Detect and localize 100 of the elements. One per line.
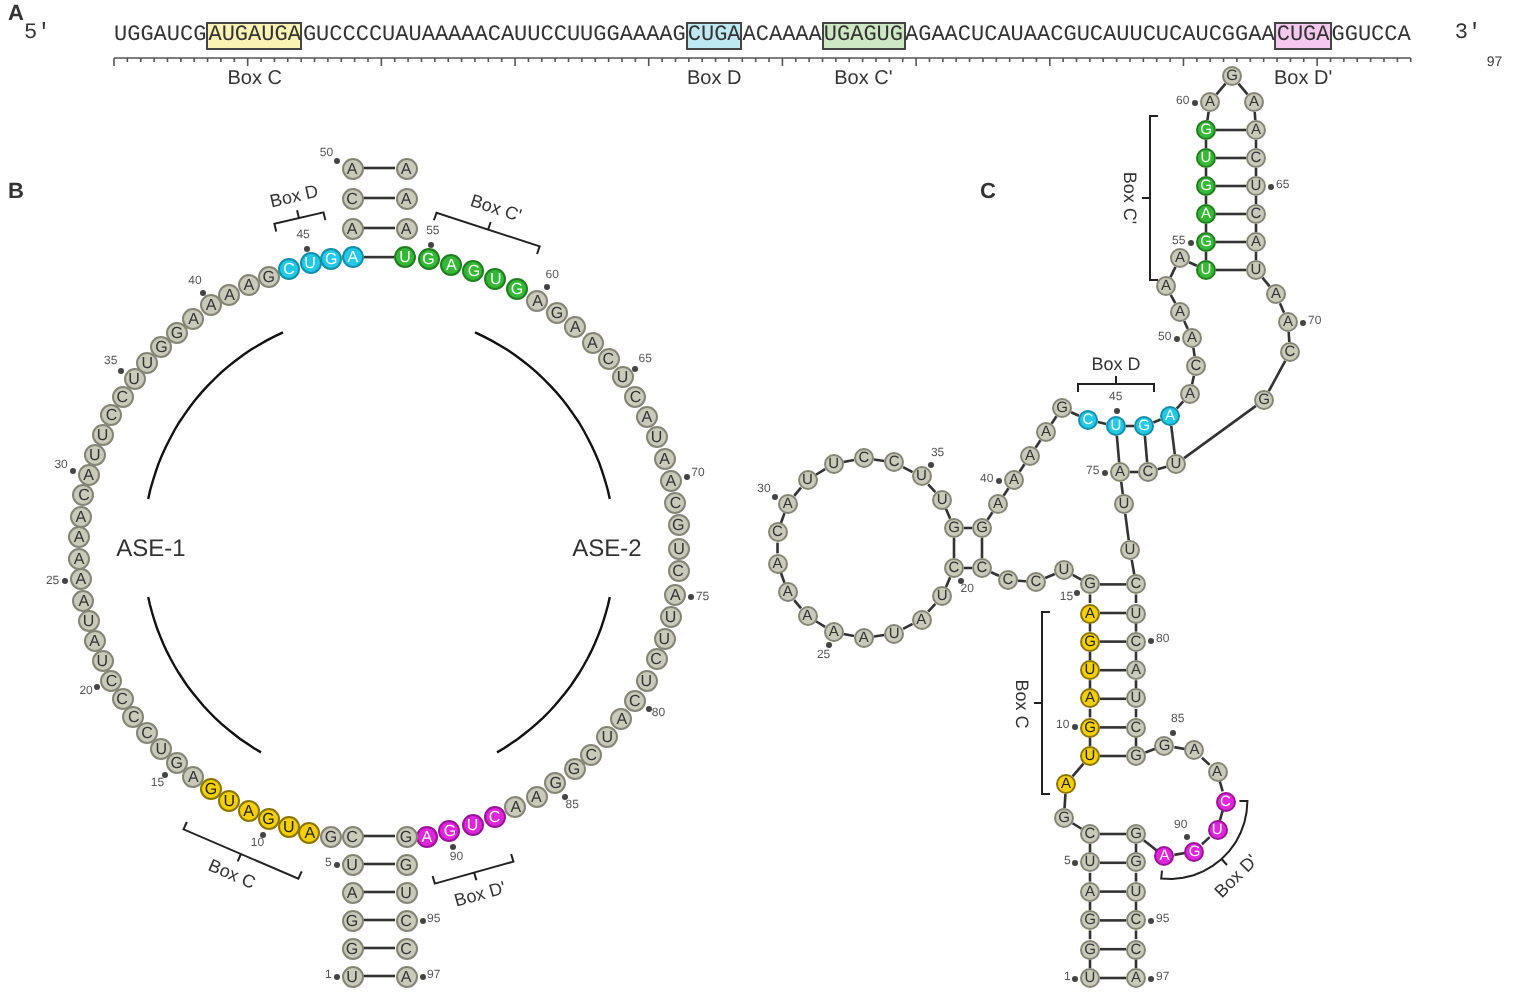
box-label: Box D: [686, 68, 742, 90]
connector-line: [1063, 793, 1067, 809]
box-label: Box C: [1012, 678, 1032, 728]
nucleotide-circle: A: [69, 568, 92, 591]
end-label: 3': [1454, 22, 1482, 46]
connector-line: [873, 458, 885, 463]
box-label: Box C': [467, 191, 524, 227]
nucleotide-circle: U: [596, 726, 619, 749]
nucleotide-circle: G: [166, 321, 189, 344]
nucleotide-circle: C: [580, 743, 603, 766]
nucleotide-circle: C: [395, 937, 417, 959]
connector-line: [1143, 435, 1149, 463]
connector-line: [873, 633, 885, 638]
nucleotide-circle: C: [341, 187, 363, 209]
nucleotide-circle: G: [341, 937, 363, 959]
connector-line: [927, 483, 937, 494]
nucleotide-circle: U: [299, 252, 322, 275]
nucleotide-circle: G: [320, 825, 343, 848]
nucleotide-circle: U: [136, 351, 159, 374]
nucleotide-circle: C: [100, 669, 123, 692]
nucleotide-circle: C: [664, 492, 687, 515]
connector-line: [1169, 266, 1177, 278]
sequence-text: ACAAAA: [742, 24, 822, 48]
nucleotide-circle: A: [72, 589, 95, 612]
nucleotide-circle: G: [417, 248, 440, 271]
connector-line: [363, 946, 395, 950]
box-label: Box D': [452, 877, 509, 911]
region-label: ASE-1: [116, 534, 186, 562]
nucleotide-circle: A: [440, 253, 463, 276]
connector-line: [793, 599, 803, 610]
nucleotide-circle: G: [257, 808, 280, 831]
nucleotide-circle: C: [395, 909, 417, 931]
connector-line: [1216, 156, 1246, 160]
connector-line: [1100, 754, 1126, 758]
connector-line: [1174, 745, 1185, 751]
nucleotide-circle: A: [395, 217, 417, 239]
nucleotide-circle: A: [564, 316, 587, 339]
panel-letter: A: [8, 2, 24, 26]
box-label: Box D: [1091, 354, 1141, 374]
nucleotide-circle: A: [395, 965, 417, 987]
nucleotide-circle: C: [278, 258, 301, 281]
nucleotide-circle: C: [111, 687, 133, 710]
nucleotide-circle: A: [664, 583, 687, 606]
nucleotide-circle: A: [218, 283, 241, 306]
connector-line: [1174, 851, 1185, 857]
connector-line: [363, 166, 395, 170]
connector-line: [1183, 404, 1257, 460]
nucleotide-circle: A: [77, 463, 100, 486]
nucleotide-circle: A: [341, 217, 363, 239]
connector-line: [1100, 697, 1126, 701]
connector-line: [363, 890, 395, 894]
sequence-box: CUGA: [1274, 22, 1332, 50]
nucleotide-circle: G: [199, 778, 222, 801]
nucleotide-circle: U: [611, 366, 634, 389]
nucleotide-circle: A: [68, 526, 91, 549]
connector-line: [363, 918, 395, 922]
connector-line: [843, 632, 855, 638]
connector-line: [1216, 240, 1246, 244]
connector-line: [1237, 82, 1249, 96]
nucleotide-circle: G: [395, 853, 417, 875]
end-label: 5': [24, 22, 51, 46]
connector-line: [1201, 756, 1211, 766]
nucleotide-circle: C: [72, 484, 95, 507]
nucleotide-circle: G: [545, 301, 568, 324]
connector-line: [1183, 320, 1189, 330]
connector-line: [1100, 611, 1126, 615]
nucleotide-circle: A: [659, 469, 682, 492]
connector-line: [1097, 420, 1107, 426]
connector-line: [1201, 836, 1211, 846]
connector-line: [1115, 435, 1121, 463]
connector-line: [990, 571, 1000, 577]
nucleotide-circle: A: [298, 821, 321, 844]
nucleotide-circle: A: [237, 273, 260, 296]
connector-line: [1071, 762, 1085, 778]
nucleotide-circle: G: [395, 825, 417, 847]
nucleotide-circle: G: [320, 248, 343, 271]
nucleotide-circle: A: [341, 881, 363, 903]
nucleotide-circle: A: [395, 187, 417, 209]
connector-line: [1192, 347, 1196, 357]
connector-line: [1278, 302, 1286, 314]
connector-line: [1100, 890, 1126, 893]
nucleotide-circle: A: [341, 157, 363, 179]
panel-letter: C: [980, 180, 996, 204]
connector-line: [1100, 668, 1126, 672]
connector-line: [1261, 276, 1271, 288]
nucleotide-circle: G: [257, 265, 280, 288]
box-label: Box D': [1273, 68, 1333, 90]
nucleotide-circle: G: [438, 820, 461, 843]
connector-line: [363, 862, 395, 866]
nucleotide-circle: U: [461, 814, 484, 837]
connector-line: [1216, 268, 1246, 272]
box-label: Box C: [205, 855, 259, 893]
nucleotide-circle: U: [653, 627, 676, 650]
nucleotide-circle: G: [667, 514, 690, 537]
nucleotide-circle: U: [123, 368, 146, 391]
box-label: Box D: [267, 181, 320, 212]
connector-line: [1130, 559, 1136, 575]
connector-line: [1018, 463, 1026, 473]
nucleotide-circle: C: [136, 722, 158, 745]
connector-line: [1169, 294, 1177, 304]
